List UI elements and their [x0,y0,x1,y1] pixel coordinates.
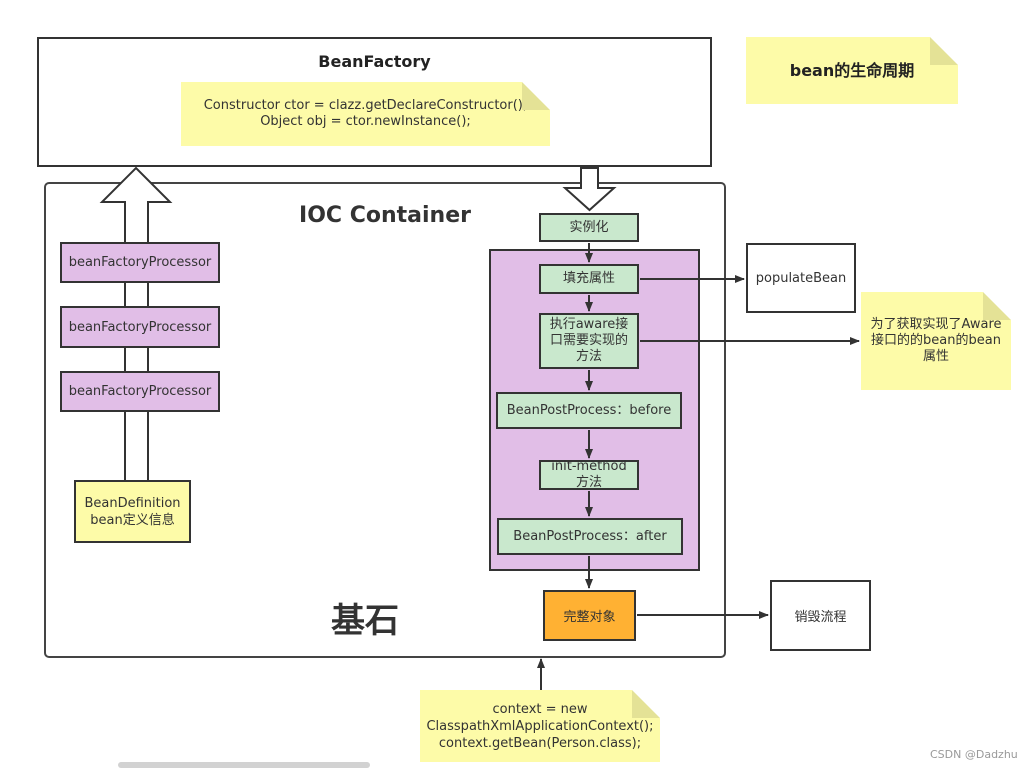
step-aware-methods: 执行aware接 口需要实现的 方法 [539,313,639,369]
step-init-method: init-method 方法 [539,459,639,490]
bean-definition-line2: bean定义信息 [90,512,175,528]
bean-factory-processor-1: beanFactoryProcessor [60,242,220,283]
aware-line-2: 口需要实现的 [549,333,628,348]
note-fold-corner [983,292,1011,320]
step-post-process-after: BeanPostProcess：after [497,518,683,555]
horizontal-scrollbar[interactable] [118,762,370,768]
init-line-1: init-method [551,459,627,474]
aware-note-line-1: 为了获取实现了Aware [870,317,1002,332]
context-line-1: context = new [492,701,588,717]
note-fold-corner [522,82,550,110]
aware-line-3: 方法 [575,349,602,364]
step-post-process-before: BeanPostProcess：before [496,392,682,429]
aware-line-1: 执行aware接 [549,317,629,332]
constructor-code-note: Constructor ctor = clazz.getDeclareConst… [181,82,550,146]
complete-object-box: 完整对象 [543,590,636,641]
context-code-note: context = new ClasspathXmlApplicationCon… [420,690,660,762]
note-fold-corner [930,37,958,65]
note-fold-corner [632,690,660,718]
lifecycle-title-note: bean的生命周期 [746,37,958,104]
destroy-flow-box: 销毁流程 [770,580,871,651]
init-line-2: 方法 [575,475,602,490]
code-line-2: Object obj = ctor.newInstance(); [260,114,471,129]
down-hollow-arrow [562,167,617,212]
bean-factory-processor-2: beanFactoryProcessor [60,306,220,348]
lifecycle-title: bean的生命周期 [789,60,915,80]
populate-bean-box: populateBean [746,243,856,313]
step-populate-properties: 填充属性 [539,264,639,294]
context-line-2: ClasspathXmlApplicationContext(); [426,718,654,734]
context-line-3: context.getBean(Person.class); [438,735,642,751]
bean-factory-title: BeanFactory [318,52,431,71]
step-instantiate: 实例化 [539,213,639,242]
bean-definition-line1: BeanDefinition [84,495,181,511]
aware-note-line-3: 属性 [922,349,949,364]
aware-note-line-2: 接口的的bean的bean [871,333,1001,348]
ioc-container-title: IOC Container [299,203,471,228]
bean-factory-processor-3: beanFactoryProcessor [60,371,220,412]
aware-explanation-note: 为了获取实现了Aware 接口的的bean的bean 属性 [861,292,1011,390]
watermark: CSDN @Dadzhu [930,748,1018,761]
foundation-label: 基石 [331,601,399,641]
code-line-1: Constructor ctor = clazz.getDeclareConst… [203,98,528,113]
bean-definition-box: BeanDefinition bean定义信息 [74,480,191,543]
